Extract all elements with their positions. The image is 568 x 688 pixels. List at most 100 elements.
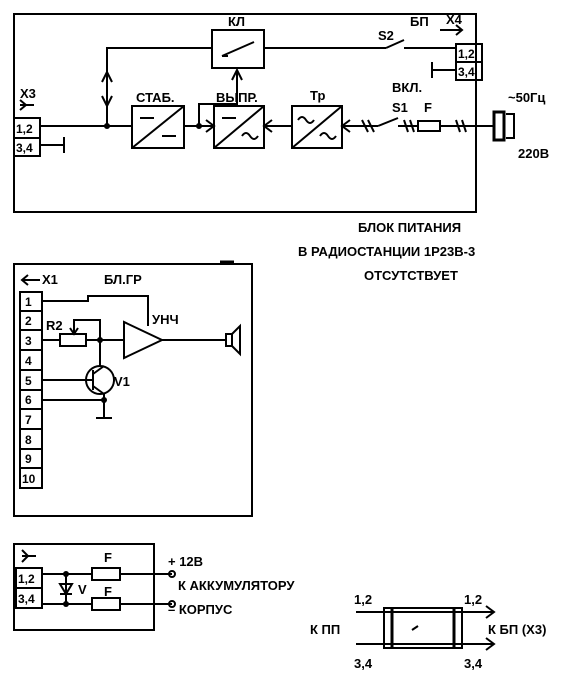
arrow-left-icon	[340, 119, 351, 133]
minus-label: – КОРПУС	[168, 602, 233, 617]
cable-right-label: К БП (Х3)	[488, 622, 546, 637]
x1-pin: 7	[25, 413, 32, 427]
arrow-up-icon	[231, 67, 243, 81]
cable-left-label: К ПП	[310, 622, 340, 637]
junction-dot	[63, 601, 69, 607]
arrow-left-icon	[262, 119, 273, 133]
battery-pin-block-2	[15, 587, 43, 609]
speaker-icon	[225, 333, 233, 347]
battery-pin-3-4: 3,4	[18, 592, 35, 606]
cable-right-bottom: 3,4	[464, 656, 483, 671]
arrow-up-icon	[101, 69, 113, 83]
battery-unit-frame	[13, 543, 155, 631]
junction-dot	[63, 571, 69, 577]
x1-pin: 6	[25, 393, 32, 407]
diode-v	[58, 583, 74, 596]
speaker-unit-title: БЛ.ГР	[104, 272, 142, 287]
amplifier-unch	[123, 320, 165, 360]
cable-bottom-wire	[356, 637, 496, 651]
rect-ac-mark	[241, 132, 259, 140]
fuse-bottom-label: F	[104, 584, 112, 599]
cable-ends	[390, 608, 456, 648]
cable-body	[383, 607, 463, 649]
x4-pin-1-2: 1,2	[458, 47, 475, 61]
battery-pin-1-2: 1,2	[18, 572, 35, 586]
amp-label: УНЧ	[152, 312, 179, 327]
speaker-cone-icon	[231, 323, 241, 357]
terminal-plus	[168, 570, 176, 578]
x1-pin-dividers	[20, 310, 42, 469]
battery-arrow-icon	[21, 549, 36, 563]
x1-pin: 1	[25, 295, 32, 309]
voltage-label: 220В	[518, 146, 549, 161]
switch-s2	[385, 39, 405, 49]
arrow-down-icon	[101, 95, 113, 109]
x4-arrow-icon	[440, 24, 464, 36]
battery-label: К АККУМУЛЯТОРУ	[178, 578, 295, 593]
x1-pin: 9	[25, 452, 32, 466]
x3-label: X3	[20, 86, 36, 101]
power-unit-block: X3 1,2 3,4 СТАБ. ВЫПР.	[13, 12, 549, 213]
plus-label: + 12В	[168, 554, 203, 569]
switch-s2-label: S2	[378, 28, 394, 43]
cable-left-bottom: 3,4	[354, 656, 373, 671]
battery-unit-block: 1,2 3,4 F F V + 12В К АККУМУЛЯТОРУ – КОР…	[13, 543, 295, 631]
mains-plug	[492, 110, 506, 142]
relay-contact	[221, 41, 255, 57]
connector-mark	[455, 119, 467, 133]
speaker-unit-block: X1 БЛ.ГР 1 2 3 4 5 6 7 8 9 10 R2 УНЧ	[13, 260, 253, 517]
x1-pins: 1 2 3 4 5 6 7 8 9 10	[19, 291, 43, 489]
stab-dc-marks	[140, 117, 176, 137]
diode-label: V	[78, 582, 87, 597]
caption: БЛОК ПИТАНИЯ В РАДИОСТАНЦИИ 1Р23В-3 ОТСУ…	[298, 220, 475, 283]
speaker-unit-frame	[13, 263, 253, 517]
trans-diagonal	[291, 105, 343, 149]
r2-wiper	[73, 319, 101, 340]
junction-dot	[101, 397, 107, 403]
connector-mark	[403, 119, 415, 133]
x3-arrow-icon	[19, 99, 34, 111]
fuse-bottom	[91, 597, 121, 611]
x3-pin-3-4: 3,4	[16, 141, 33, 155]
trans-ac-mark-1	[297, 116, 315, 124]
transistor-label: V1	[114, 374, 130, 389]
x1-label: X1	[42, 272, 58, 287]
stab-label: СТАБ.	[136, 90, 175, 105]
x1-pin: 8	[25, 433, 32, 447]
switch-s1	[377, 117, 399, 127]
relay-label: КЛ	[228, 14, 245, 29]
unit-label: БП	[410, 14, 429, 29]
x1-pin: 2	[25, 314, 32, 328]
switch-s1-label: S1	[392, 100, 408, 115]
cable-right-top: 1,2	[464, 592, 482, 607]
x3-ground	[40, 137, 65, 153]
x4-pin-3-4: 3,4	[458, 65, 475, 79]
wire-rect-to-relay	[198, 72, 238, 126]
power-unit-frame	[13, 13, 477, 213]
r2-wiper-arrow-icon	[69, 327, 79, 336]
rect-diagonal	[213, 105, 265, 149]
mains-plug-pins	[506, 113, 515, 139]
x4-label: X4	[446, 12, 463, 27]
cable-mark	[411, 625, 419, 631]
fuse-top	[91, 567, 121, 581]
fuse-label: F	[424, 100, 432, 115]
terminal-minus	[168, 600, 176, 608]
cable-top-wire	[356, 605, 496, 619]
x1-pin: 3	[25, 334, 32, 348]
r2-label: R2	[46, 318, 63, 333]
fuse-top-label: F	[104, 550, 112, 565]
stab-diagonal	[131, 105, 185, 149]
x1-pin: 10	[22, 472, 36, 486]
x1-arrow-icon	[20, 274, 40, 286]
wire-to-relay	[106, 47, 212, 126]
wire-pin1-amp	[42, 295, 149, 326]
x1-pin: 5	[25, 374, 32, 388]
switch-label: ВКЛ.	[392, 80, 422, 95]
x4-ground	[431, 62, 456, 78]
resistor-r2	[59, 333, 87, 347]
x3-pin-block-2	[13, 137, 41, 157]
cable-left-top: 1,2	[354, 592, 372, 607]
freq-label: ~50Гц	[508, 90, 545, 105]
